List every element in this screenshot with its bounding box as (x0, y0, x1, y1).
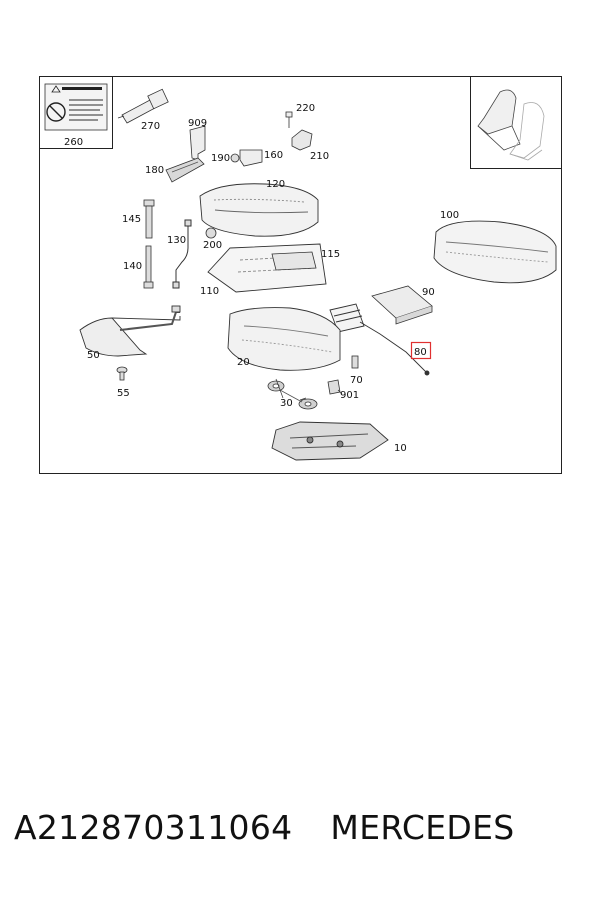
label-80: 80 (414, 347, 427, 358)
bracket-909-icon (189, 125, 206, 161)
seat-cushion-20-icon (227, 307, 341, 371)
label-55: 55 (117, 388, 130, 399)
clip-901-icon (327, 379, 341, 395)
footer-caption: A212870311064 MERCEDES (14, 808, 594, 847)
label-180: 180 (145, 165, 164, 176)
label-30: 30 (280, 398, 293, 409)
rod-140-icon (143, 245, 154, 289)
label-260: 260 (64, 137, 83, 148)
side-panel-50-icon (79, 305, 181, 357)
bolt-145-icon (143, 199, 155, 239)
label-270: 270 (141, 121, 160, 132)
part-number: A212870311064 (14, 808, 293, 847)
seat-overview-icon (477, 89, 545, 161)
label-210: 210 (310, 151, 329, 162)
label-70: 70 (350, 375, 363, 386)
rivet-55-icon (116, 366, 128, 381)
label-100: 100 (440, 210, 459, 221)
label-20: 20 (237, 357, 250, 368)
label-190: 190 (211, 153, 230, 164)
label-90: 90 (422, 287, 435, 298)
clip-70-icon (351, 355, 359, 369)
bracket-160-icon (239, 149, 263, 167)
label-120: 120 (266, 179, 285, 190)
seat-frame-10-icon (271, 421, 389, 461)
warning-label-icon (44, 83, 108, 131)
connector-270-icon (117, 88, 169, 124)
highlight-box-80 (410, 341, 432, 360)
label-160: 160 (264, 150, 283, 161)
cable-130-icon (172, 219, 192, 289)
pad-115-icon (271, 251, 317, 271)
seat-cover-100-icon (433, 220, 557, 284)
bracket-210-icon (291, 129, 313, 151)
inset-box-warning (39, 76, 113, 149)
control-panel-180-icon (165, 157, 205, 183)
leader-lines (275, 378, 343, 401)
inset-box-seat-overview (470, 76, 562, 169)
label-200: 200 (203, 240, 222, 251)
sensor-mat-80-icon (329, 303, 430, 376)
label-10: 10 (394, 443, 407, 454)
label-50: 50 (87, 350, 100, 361)
label-110: 110 (200, 286, 219, 297)
label-909: 909 (188, 118, 207, 129)
pad-90-icon (371, 285, 433, 325)
screw-220-icon (285, 111, 293, 128)
label-220: 220 (296, 103, 315, 114)
brand-name: MERCEDES (330, 808, 515, 847)
clip-190-icon (230, 153, 240, 163)
label-901: 901 (340, 390, 359, 401)
label-115: 115 (321, 249, 340, 260)
label-145: 145 (122, 214, 141, 225)
clip-200-icon (205, 227, 217, 239)
label-130: 130 (167, 235, 186, 246)
diagram-frame (39, 76, 562, 474)
cushion-120-icon (199, 183, 319, 237)
label-140: 140 (123, 261, 142, 272)
grommet-30-icon (267, 380, 318, 410)
